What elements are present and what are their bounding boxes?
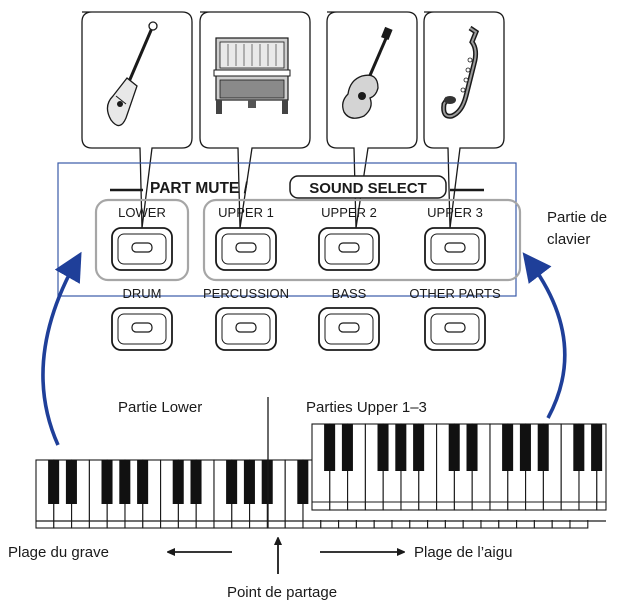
black-key <box>226 460 238 504</box>
upper-3-button[interactable]: UPPER 3 <box>424 205 486 271</box>
button-row-1: LOWER UPPER 1 UPPER 2 UPPER 3 <box>111 205 486 271</box>
part-panel-frame <box>57 162 517 297</box>
high-range-label: Plage de l’aigu <box>414 544 512 561</box>
button-row-2: DRUM PERCUSSION BASS OTHER PARTS <box>111 286 501 351</box>
sound-select-box <box>289 175 447 199</box>
lower-button-label: LOWER <box>118 205 166 220</box>
lower-group-outline <box>94 198 190 282</box>
upper-arrow <box>522 252 567 419</box>
black-key <box>519 424 531 471</box>
black-key <box>119 460 131 504</box>
upper-3-button-label: UPPER 3 <box>427 205 483 220</box>
black-key <box>190 460 202 504</box>
black-key <box>261 460 273 504</box>
callout-guitar <box>326 11 418 229</box>
lower-button[interactable]: LOWER <box>111 205 173 271</box>
upper-group-outline <box>202 198 522 282</box>
upper-1-button[interactable]: UPPER 1 <box>215 205 277 271</box>
bass-button[interactable]: BASS <box>318 286 380 351</box>
upper-1-button-label: UPPER 1 <box>218 205 274 220</box>
percussion-button[interactable]: PERCUSSION <box>203 286 289 351</box>
black-key <box>395 424 407 471</box>
other-parts-button[interactable]: OTHER PARTS <box>409 286 501 351</box>
black-key <box>243 460 255 504</box>
black-key <box>297 460 309 504</box>
upper-parts-label: Parties Upper 1–3 <box>306 399 427 416</box>
acoustic-guitar-icon <box>342 26 393 119</box>
black-key <box>48 460 60 504</box>
black-key <box>466 424 478 471</box>
black-key <box>448 424 460 471</box>
drum-button-label: DRUM <box>123 286 162 301</box>
black-key <box>413 424 425 471</box>
percussion-button-label: PERCUSSION <box>203 286 289 301</box>
black-key <box>101 460 113 504</box>
upright-piano-icon <box>213 37 291 114</box>
black-key <box>65 460 77 504</box>
instrument-callouts <box>81 11 505 229</box>
drum-button[interactable]: DRUM <box>111 286 173 351</box>
black-key <box>341 424 353 471</box>
lower-arrow <box>41 251 82 446</box>
black-key <box>137 460 149 504</box>
split-point-label: Point de partage <box>227 584 337 601</box>
callout-piano <box>199 11 311 229</box>
keyboard-part-label-line2: clavier <box>547 231 590 248</box>
saxophone-icon <box>441 25 480 119</box>
black-key <box>537 424 549 471</box>
upper-2-button-label: UPPER 2 <box>321 205 377 220</box>
part-mute-title: PART MUTE / <box>150 180 249 197</box>
low-range-label: Plage du grave <box>8 544 109 561</box>
panel-title: PART MUTE / SOUND SELECT <box>110 175 484 199</box>
black-key <box>377 424 389 471</box>
black-key <box>502 424 514 471</box>
keyboard-part-label-line1: Partie de <box>547 209 607 226</box>
sound-select-title: SOUND SELECT <box>309 180 427 197</box>
black-key <box>591 424 603 471</box>
black-key <box>324 424 336 471</box>
black-key <box>573 424 585 471</box>
lower-part-label: Partie Lower <box>118 399 202 416</box>
upper-2-button[interactable]: UPPER 2 <box>318 205 380 271</box>
other-parts-button-label: OTHER PARTS <box>409 286 501 301</box>
electric-bass-icon <box>106 21 158 127</box>
bass-button-label: BASS <box>332 286 367 301</box>
upper-keyboard <box>311 423 607 520</box>
callout-bass <box>81 11 193 229</box>
black-key <box>172 460 184 504</box>
